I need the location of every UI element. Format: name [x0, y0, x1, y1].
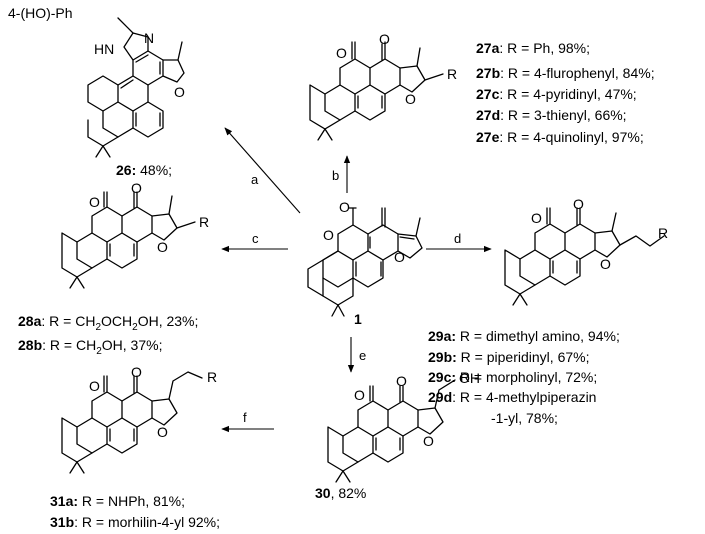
compound-29d: 29d: R = 4-methylpiperazin [428, 389, 596, 405]
compound-27b: 27b: R = 4-flurophenyl, 84%; [476, 65, 655, 81]
hydroxyl-30: OH [459, 370, 480, 386]
carbonyl-o-30a: O [354, 387, 365, 403]
carbonyl-o-28a: O [89, 194, 100, 210]
arrow-a [224, 127, 301, 214]
carbonyl-o-1b: O [339, 199, 350, 215]
compound-27c: 27c: R = 4-pyridinyl, 47%; [476, 86, 637, 102]
carbonyl-o-29b: O [573, 196, 584, 212]
compound-30-structure [327, 379, 456, 483]
carbonyl-o-27b: O [379, 31, 390, 47]
compound-28b: 28b: R = CH2OH, 37%; [18, 337, 162, 357]
r-group-31: R [207, 369, 217, 385]
carbonyl-o-31b: O [131, 364, 142, 380]
carbonyl-o-1a: O [323, 227, 334, 243]
compound-31b: 31b: R = morhilin-4-yl 92%; [50, 514, 220, 530]
furan-o-28: O [157, 239, 168, 255]
carbonyl-o-30b: O [396, 373, 407, 389]
compound-29d-cont: -1-yl, 78%; [491, 410, 558, 426]
arrow-b-label: b [332, 168, 339, 183]
furan-o-26: O [174, 84, 185, 100]
compound-1-structure [307, 207, 423, 317]
compound-26-caption: 26: 48%; [116, 162, 172, 178]
compound-29a: 29a: R = dimethyl amino, 94%; [428, 328, 620, 344]
carbonyl-o-28b: O [131, 180, 142, 196]
arrow-f-label: f [243, 410, 247, 425]
nh-group-26: HN [94, 41, 114, 57]
compound-1-label: 1 [354, 311, 362, 327]
compound-31-structure [61, 371, 203, 474]
r-group-28: R [199, 214, 209, 230]
compound-27e: 27e: R = 4-quinolinyl, 97%; [476, 129, 644, 145]
phenol-substituent-26: 4-(HO)-Ph [8, 5, 73, 21]
compound-28-structure [61, 191, 196, 289]
arrow-d-label: d [454, 231, 461, 246]
furan-o-31: O [157, 424, 168, 440]
arrow-a-label: a [251, 172, 259, 187]
compound-29-list: 29a: R = dimethyl amino, 94%; 29b: R = p… [428, 328, 620, 426]
compound-31-list: 31a: R = NHPh, 81%; 31b: R = morhilin-4-… [50, 493, 220, 530]
furan-o-27: O [405, 91, 416, 107]
arrow-c-label: c [252, 231, 259, 246]
furan-o-30: O [423, 433, 434, 449]
compound-26-structure [87, 17, 185, 158]
compound-28-list: 28a: R = CH2OCH2OH, 23%; 28b: R = CH2OH,… [18, 313, 198, 357]
furan-o-1: O [394, 249, 405, 265]
compound-28a: 28a: R = CH2OCH2OH, 23%; [18, 313, 198, 333]
carbonyl-o-29a: O [531, 210, 542, 226]
compound-27-structure [309, 41, 444, 141]
compound-29b: 29b: R = piperidinyl, 67%; [428, 349, 589, 365]
compound-27-list: 27a: R = Ph, 98%; 27b: R = 4-flurophenyl… [476, 40, 655, 145]
carbonyl-o-27a: O [336, 45, 347, 61]
carbonyl-o-31a: O [89, 378, 100, 394]
r-group-29: R [658, 225, 668, 241]
compound-31a: 31a: R = NHPh, 81%; [50, 493, 185, 509]
compound-27a: 27a: R = Ph, 98%; [476, 40, 590, 56]
compound-27d: 27d: R = 3-thienyl, 66%; [476, 107, 627, 123]
compound-29c: 29c: R = morpholinyl, 72%; [428, 369, 597, 385]
imidazole-n-26: N [144, 30, 154, 46]
r-group-27: R [447, 66, 457, 82]
arrow-e-label: e [359, 348, 366, 363]
compound-30-caption: 30, 82% [315, 485, 366, 501]
furan-o-29: O [600, 256, 611, 272]
compound-29-structure [504, 207, 665, 306]
